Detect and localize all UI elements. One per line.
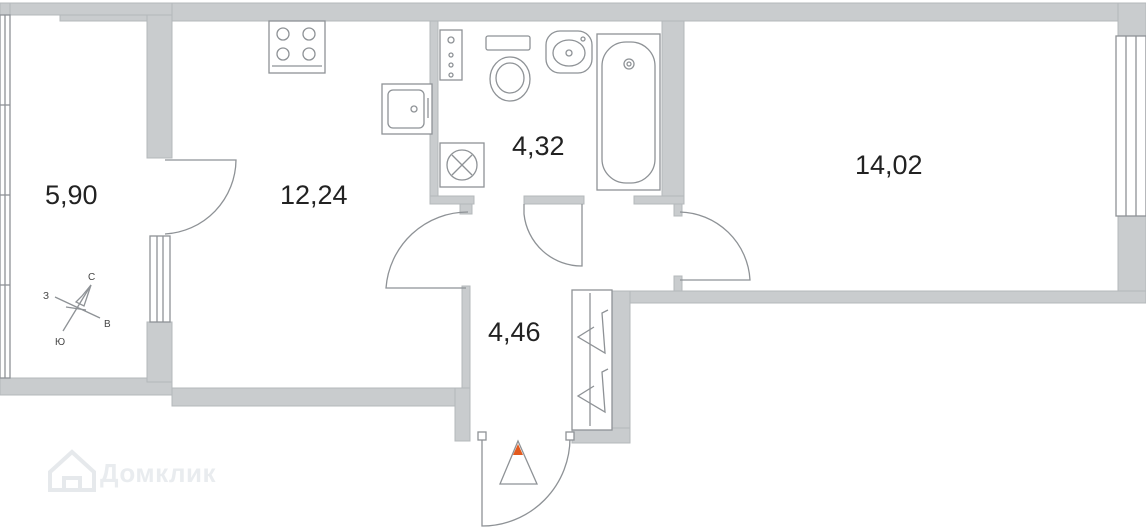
stove-icon (268, 20, 326, 74)
compass-east-label: В (104, 319, 111, 330)
area-kitchen-living: 12,24 (280, 180, 348, 210)
area-bathroom: 4,32 (512, 131, 565, 161)
wardrobe (571, 289, 613, 431)
compass-rose: С В Ю З (43, 272, 111, 348)
domclick-logo: Домклик (48, 449, 216, 492)
entrance-icon (499, 439, 538, 485)
bathroom-fixtures (439, 29, 661, 191)
compass-north-label: С (88, 272, 95, 283)
kitchen-sink-icon (381, 83, 433, 135)
doors (164, 159, 751, 527)
area-hallway: 4,46 (488, 317, 541, 347)
watermark-text: Домклик (100, 458, 216, 488)
hanger-icon (576, 368, 609, 414)
area-bedroom: 14,02 (855, 150, 923, 180)
compass-south-label: Ю (55, 337, 65, 348)
compass-west-label: З (43, 291, 49, 302)
area-balcony: 5,90 (45, 180, 98, 210)
hanger-icon (576, 309, 609, 355)
windows (0, 14, 1146, 379)
